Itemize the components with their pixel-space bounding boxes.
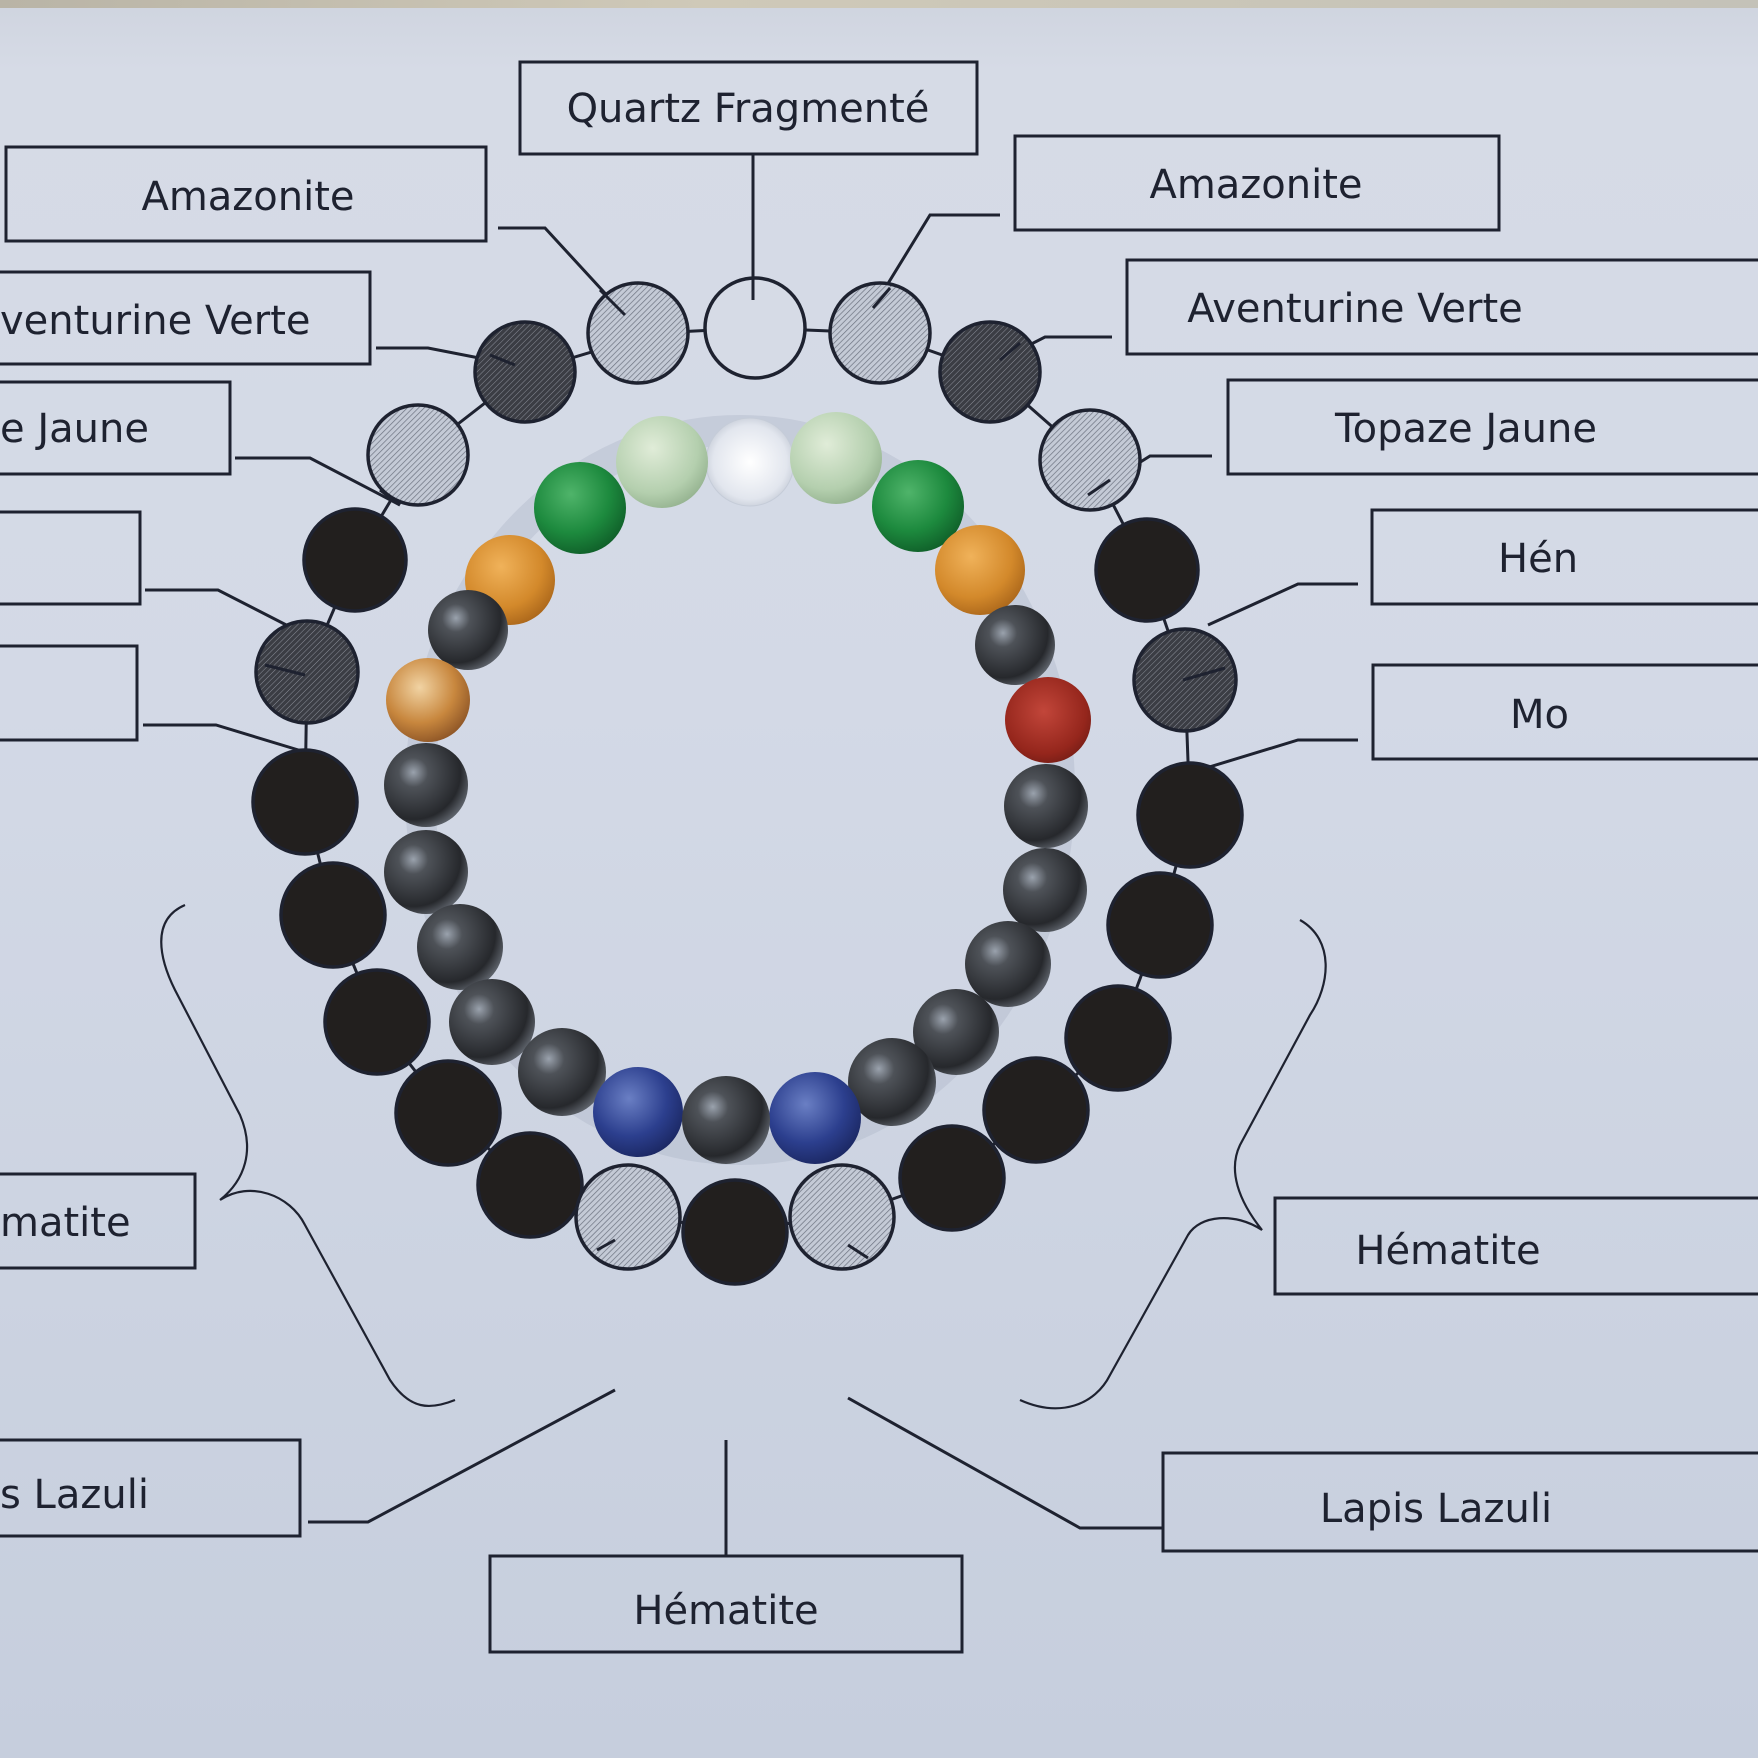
diagram-bead-hematite <box>898 1124 1006 1232</box>
label-box-topaze-left <box>0 380 232 476</box>
label-hematite-bottom: Hématite <box>633 1588 818 1634</box>
diagram-bead-hematite <box>279 861 387 969</box>
label-mokaite: Mo <box>1510 692 1569 738</box>
label-box-aventurine-left <box>0 270 372 366</box>
diagram-bead-topaze-left <box>366 403 470 507</box>
label-box-amazonite-right <box>1013 134 1501 232</box>
bracelet-bead-hematite <box>848 1038 936 1126</box>
diagram-bead-lapis-right <box>788 1163 896 1271</box>
label-box-blank-1 <box>0 510 142 606</box>
bracelet-bead-hematite <box>1004 764 1088 848</box>
diagram-bead-aventurine-left-2 <box>254 619 360 725</box>
bracelet-bead-hematite <box>384 743 468 827</box>
label-box-lapis-right <box>1161 1451 1758 1553</box>
connector-mokaite <box>1182 738 1358 777</box>
bracelet-bead-amazonite <box>616 416 708 508</box>
label-box-topaze-right <box>1226 378 1758 476</box>
diagram-bead-quartz <box>703 276 807 380</box>
connector-hematite-right-1 <box>1207 582 1358 627</box>
label-hematite-right-1: Hén <box>1498 536 1578 582</box>
bracelet-bead-hematite <box>1003 848 1087 932</box>
connector-tips <box>264 278 1226 1260</box>
connector-topaze-left <box>235 456 401 507</box>
label-lapis-left: s Lazuli <box>0 1472 149 1518</box>
connector-lapis-right <box>847 1396 1163 1530</box>
table-edge <box>0 0 1758 8</box>
bracelet-bead-amazonite <box>790 412 882 504</box>
diagram-circles <box>251 276 1244 1286</box>
diagram-bead-hematite <box>1106 871 1214 979</box>
diagram-bead-hematite-bottom <box>681 1178 789 1286</box>
diagram-bead-aventurine-left <box>473 320 577 424</box>
label-box-blank-2 <box>0 644 139 742</box>
label-amazonite-left: Amazonite <box>141 174 354 220</box>
diagram-bead-hematite <box>251 748 359 856</box>
label-hematite-right-2: Hématite <box>1355 1228 1540 1274</box>
connector-hematite-left-1 <box>145 588 301 634</box>
label-box-aventurine-right <box>1125 258 1758 356</box>
connector-aventurine-left-2 <box>143 723 306 754</box>
bracelet-bead-topaze-jaune <box>935 525 1025 615</box>
diagram-bead-amazonite-left <box>586 281 690 385</box>
bracelet-bead-hematite <box>449 979 535 1065</box>
bracelet-bead-lapis-lazuli <box>593 1067 683 1157</box>
label-topaze-left: e Jaune <box>0 406 149 452</box>
diagram-bead-hematite <box>1064 984 1172 1092</box>
bracket-left <box>160 903 456 1408</box>
connector-amazonite-right <box>871 213 1000 309</box>
diagram-bead-amazonite-right <box>828 281 932 385</box>
bracelet-bead-hematite <box>913 989 999 1075</box>
diagram-bead-lapis-left <box>574 1163 682 1271</box>
diagram-bead-topaze-right <box>1038 408 1142 512</box>
bracelet-bead-quartz-fragmente <box>705 417 795 507</box>
label-box-lapis-left <box>0 1438 302 1538</box>
bracelet <box>384 412 1091 1165</box>
bracelet-bead-aventurine-verte <box>872 460 964 552</box>
bracelet-bead-hematite-center <box>682 1076 770 1164</box>
bracket-right <box>1019 919 1327 1410</box>
bracelet-bead-hematite <box>384 830 468 914</box>
bracelet-bead-aventurine-verte <box>534 462 626 554</box>
diagram-bead-hematite <box>982 1056 1090 1164</box>
bracelet-bead-hematite <box>428 590 508 670</box>
diagram-bead-hematite <box>1094 517 1200 623</box>
diagram-bead-hematite <box>302 507 408 613</box>
label-hematite-left: matite <box>0 1200 131 1246</box>
label-amazonite-right: Amazonite <box>1149 162 1362 208</box>
bracelet-bead-hematite <box>965 921 1051 1007</box>
label-aventurine-left: venturine Verte <box>0 298 311 344</box>
bracelet-bead-hematite <box>975 605 1055 685</box>
bracelet-bead-hematite <box>417 904 503 990</box>
hematite-brackets <box>160 903 1327 1410</box>
label-topaze-right: Topaze Jaune <box>1334 406 1597 452</box>
label-boxes <box>0 60 1758 1654</box>
connector-lines <box>143 154 1358 1556</box>
diagram-bead-aventurine-right <box>938 320 1042 424</box>
diagram-bead-hematite <box>323 968 431 1076</box>
label-box-amazonite-left <box>4 145 488 243</box>
label-quartz: Quartz Fragmenté <box>567 86 930 132</box>
label-box-mokaite <box>1371 663 1758 761</box>
label-box-hematite-right-1 <box>1370 508 1758 606</box>
connector-lapis-left <box>308 1388 616 1524</box>
diagram-bead-hematite <box>476 1131 584 1239</box>
bracelet-bead-hematite <box>518 1028 606 1116</box>
connector-amazonite-left <box>498 226 627 317</box>
diagram-bead-hematite <box>1136 761 1244 869</box>
label-aventurine-right: Aventurine Verte <box>1187 286 1523 332</box>
label-lapis-right: Lapis Lazuli <box>1320 1486 1552 1532</box>
label-texts: Quartz Fragmenté Amazonite Amazonite ven… <box>0 86 1597 1634</box>
label-box-hematite-left <box>0 1172 197 1270</box>
bracelet-bead-lapis-lazuli <box>769 1072 861 1164</box>
label-box-hematite-right-2 <box>1273 1196 1758 1296</box>
bracelet-bead-mokaite <box>1005 677 1091 763</box>
bracelet-bead-mokaite <box>386 658 470 742</box>
label-box-quartz <box>518 60 979 156</box>
diagram-bead-hematite <box>394 1059 502 1167</box>
